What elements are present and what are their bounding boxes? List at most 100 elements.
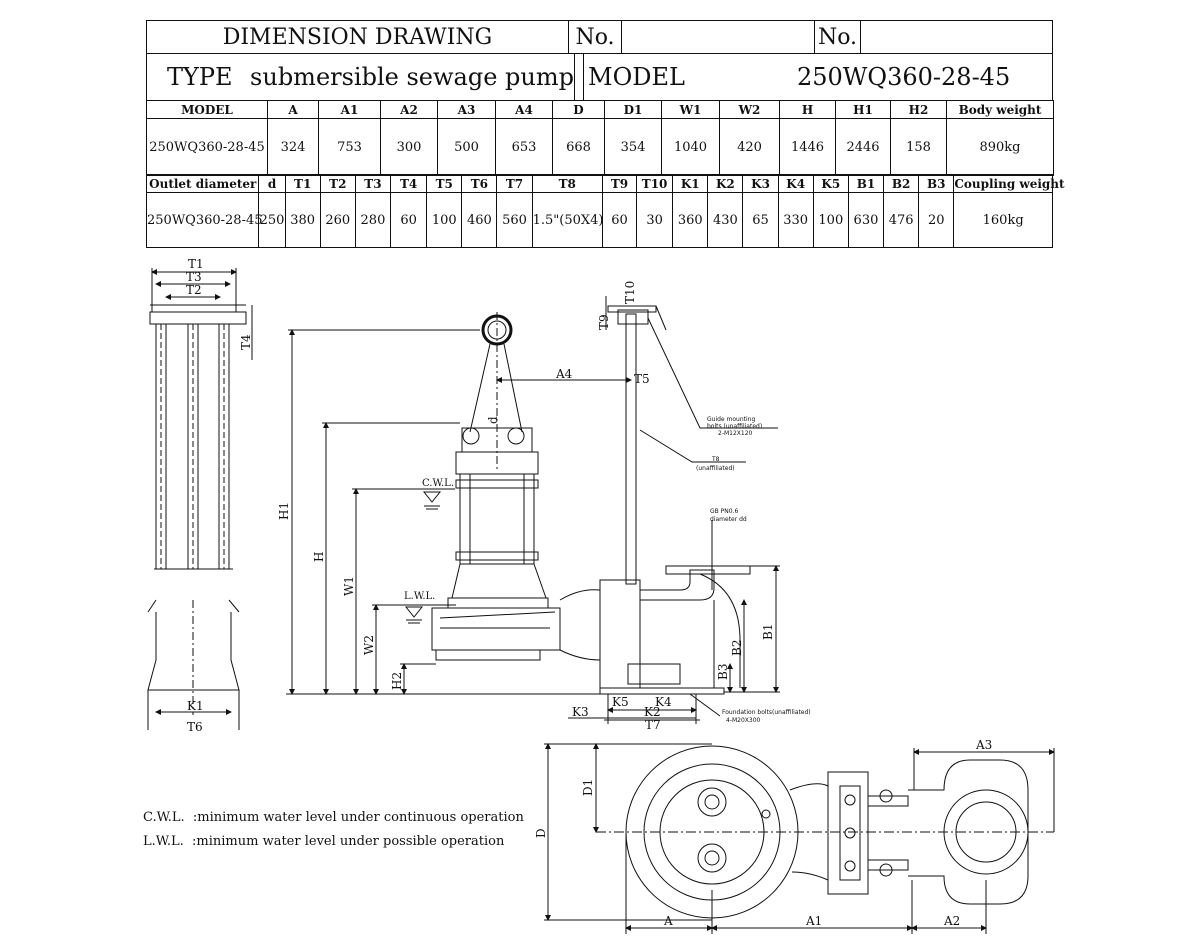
label-h: H	[312, 552, 326, 562]
label-t5: T5	[634, 372, 650, 386]
header-cell: K5	[812, 174, 849, 193]
value-cell: 324	[267, 118, 319, 176]
header-cell: K1	[672, 174, 709, 193]
value-cell: 354	[604, 118, 662, 176]
type-label: TYPE	[167, 63, 233, 91]
value-cell: 65	[742, 192, 779, 248]
value-cell: 653	[495, 118, 553, 176]
pump-plan-view	[544, 743, 1055, 934]
label-d1: D1	[581, 779, 595, 796]
value-cell: 250	[258, 192, 286, 248]
callout-guide-line-3: 2-M12X120	[718, 430, 753, 437]
callout-guide-line-1: Guide mounting	[707, 416, 755, 423]
value-cell: 668	[552, 118, 605, 176]
spec-table-coupling-header-row: Outlet diameter d T1 T2 T3 T4 T5 T6 T7 T…	[145, 174, 1065, 193]
header-cell: A2	[380, 100, 438, 119]
callout-t8-line-1: T8	[711, 456, 720, 463]
label-t9: T9	[597, 314, 611, 330]
header-cell: T8	[531, 174, 603, 193]
value-cell: 330	[777, 192, 814, 248]
number-value-2	[861, 21, 1052, 54]
label-k5: K5	[612, 695, 629, 709]
model-row: MODEL 250WQ360-28-45	[583, 54, 1052, 100]
value-cell: 20	[918, 192, 955, 248]
guide-rail-labels: T1 T3 T2 T4 K1 T6	[186, 257, 253, 734]
label-t2: T2	[186, 283, 202, 297]
spec-table-main: MODEL A A1 A2 A3 A4 D D1 W1 W2 H H1 H2 B…	[146, 100, 1054, 176]
note-lwl: L.W.L. :minimum water level under possib…	[143, 834, 505, 849]
label-a: A	[663, 914, 673, 928]
label-k1: K1	[187, 699, 204, 713]
value-cell: 460	[461, 192, 498, 248]
value-cell: 250WQ360-28-45	[145, 192, 263, 248]
callout-guide-line-2: bolts (unaffiliated)	[707, 423, 762, 430]
model-value: 250WQ360-28-45	[796, 63, 1011, 91]
value-cell: 158	[890, 118, 947, 176]
label-t10: T10	[623, 281, 637, 304]
value-cell: 630	[847, 192, 885, 248]
label-a3: A3	[975, 738, 992, 752]
callout-flange-line-2: diameter dd	[710, 516, 747, 523]
label-t6: T6	[187, 720, 203, 734]
header-cell: W1	[661, 100, 720, 119]
header-cell: Body weight	[946, 100, 1054, 119]
value-cell: 380	[284, 192, 321, 248]
header-cell: A4	[495, 100, 553, 119]
type-row: TYPE submersible sewage pump	[147, 54, 575, 100]
value-cell: 476	[883, 192, 920, 248]
number-value-1	[622, 21, 815, 54]
drawing-title: DIMENSION DRAWING	[147, 21, 569, 54]
label-d-outer: D	[534, 828, 548, 838]
spec-table-main-header-row: MODEL A A1 A2 A3 A4 D D1 W1 W2 H H1 H2 B…	[146, 100, 1054, 119]
label-a1: A1	[805, 914, 822, 928]
label-h2: H2	[390, 672, 404, 690]
label-b2: B2	[730, 640, 744, 656]
label-k4: K4	[655, 695, 672, 709]
notes: C.W.L. :minimum water level under contin…	[143, 806, 524, 854]
header-cell: D1	[604, 100, 662, 119]
model-label: MODEL	[588, 63, 685, 91]
spec-table-coupling-value-row: 250WQ360-28-45 250 380 260 280 60 100 46…	[145, 192, 1053, 248]
value-cell: 260	[319, 192, 356, 248]
spec-table-coupling: Outlet diameter d T1 T2 T3 T4 T5 T6 T7 T…	[145, 174, 1065, 248]
label-w1: W1	[342, 576, 356, 596]
value-cell: 360	[672, 192, 709, 248]
label-lwl: L.W.L.	[404, 591, 435, 602]
callout-foundation-line-2: 4-M20X300	[726, 717, 761, 724]
value-cell: 250WQ360-28-45	[146, 118, 268, 176]
number-label-1: No.	[569, 21, 622, 54]
label-t4: T4	[239, 334, 253, 350]
label-h1: H1	[277, 502, 291, 520]
number-label-2: No.	[815, 21, 861, 54]
label-b3: B3	[716, 664, 730, 680]
label-t3: T3	[186, 270, 202, 284]
value-cell: 280	[354, 192, 392, 248]
label-w2: W2	[362, 635, 376, 655]
label-d: d	[486, 416, 500, 424]
elevation-labels: H1 H W1 W2 H2 A4 T5 T9 T10 d B1 B2 B3 K5…	[277, 281, 811, 732]
header-cell: A3	[437, 100, 496, 119]
label-t1: T1	[188, 257, 204, 271]
header-cell: H1	[835, 100, 891, 119]
callout-foundation-line-1: Foundation bolts(unaffiliated)	[722, 709, 811, 716]
plan-view-labels: D D1 A A1 A2 A3	[534, 738, 992, 928]
value-cell: 60	[390, 192, 428, 248]
value-cell: 30	[636, 192, 674, 248]
callout-t8-line-2: (unaffiliated)	[696, 465, 735, 472]
label-a2: A2	[943, 914, 960, 928]
header-cell: d	[258, 174, 286, 193]
pump-elevation-view	[286, 296, 780, 724]
value-cell: 890kg	[946, 118, 1054, 176]
value-cell: 1446	[779, 118, 836, 176]
label-a4: A4	[555, 367, 573, 381]
type-value: submersible sewage pump	[250, 63, 574, 91]
value-cell: 753	[318, 118, 381, 176]
value-cell: 1.5"(50X4)	[531, 192, 603, 248]
value-cell: 160kg	[953, 192, 1053, 248]
value-cell: 2446	[835, 118, 891, 176]
title-block: DIMENSION DRAWING No. No. TYPE submersib…	[146, 20, 1053, 101]
label-cwl: C.W.L.	[422, 478, 454, 489]
header-cell: T4	[390, 174, 428, 193]
